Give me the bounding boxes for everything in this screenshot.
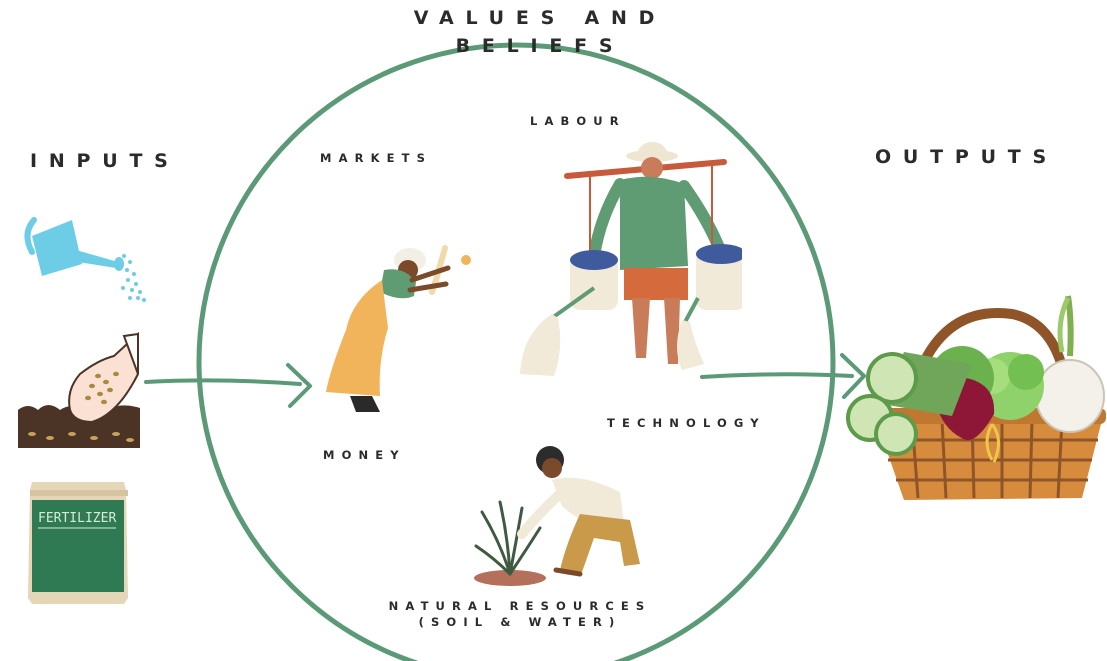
inputs-arrow [146,365,310,406]
fertilizer-bag-text: FERTILIZER [38,511,116,526]
labour-label: LABOUR [530,114,626,128]
vegetable-basket-icon [842,292,1107,506]
values-beliefs-title: VALUES AND BELIEFS [370,4,710,60]
farmer-planting-illustration [470,442,640,588]
money-label: MONEY [323,448,406,462]
values-beliefs-line2: BELIEFS [370,32,710,60]
watering-can-icon [20,212,150,307]
seed-hand-icon [18,330,143,450]
fertilizer-bag-icon: FERTILIZER [26,478,130,606]
outputs-title: OUTPUTS [875,146,1058,168]
market-woman-illustration [320,240,480,415]
inputs-title: INPUTS [30,150,180,172]
natural-resources-label: NATURAL RESOURCES (SOIL & WATER) [330,598,710,630]
natural-resources-line1: NATURAL RESOURCES [330,598,710,614]
markets-label: MARKETS [320,151,432,165]
values-beliefs-line1: VALUES AND [370,4,710,32]
technology-label: TECHNOLOGY [607,416,766,430]
labourer-illustration [512,138,742,383]
natural-resources-line2: (SOIL & WATER) [330,614,710,630]
